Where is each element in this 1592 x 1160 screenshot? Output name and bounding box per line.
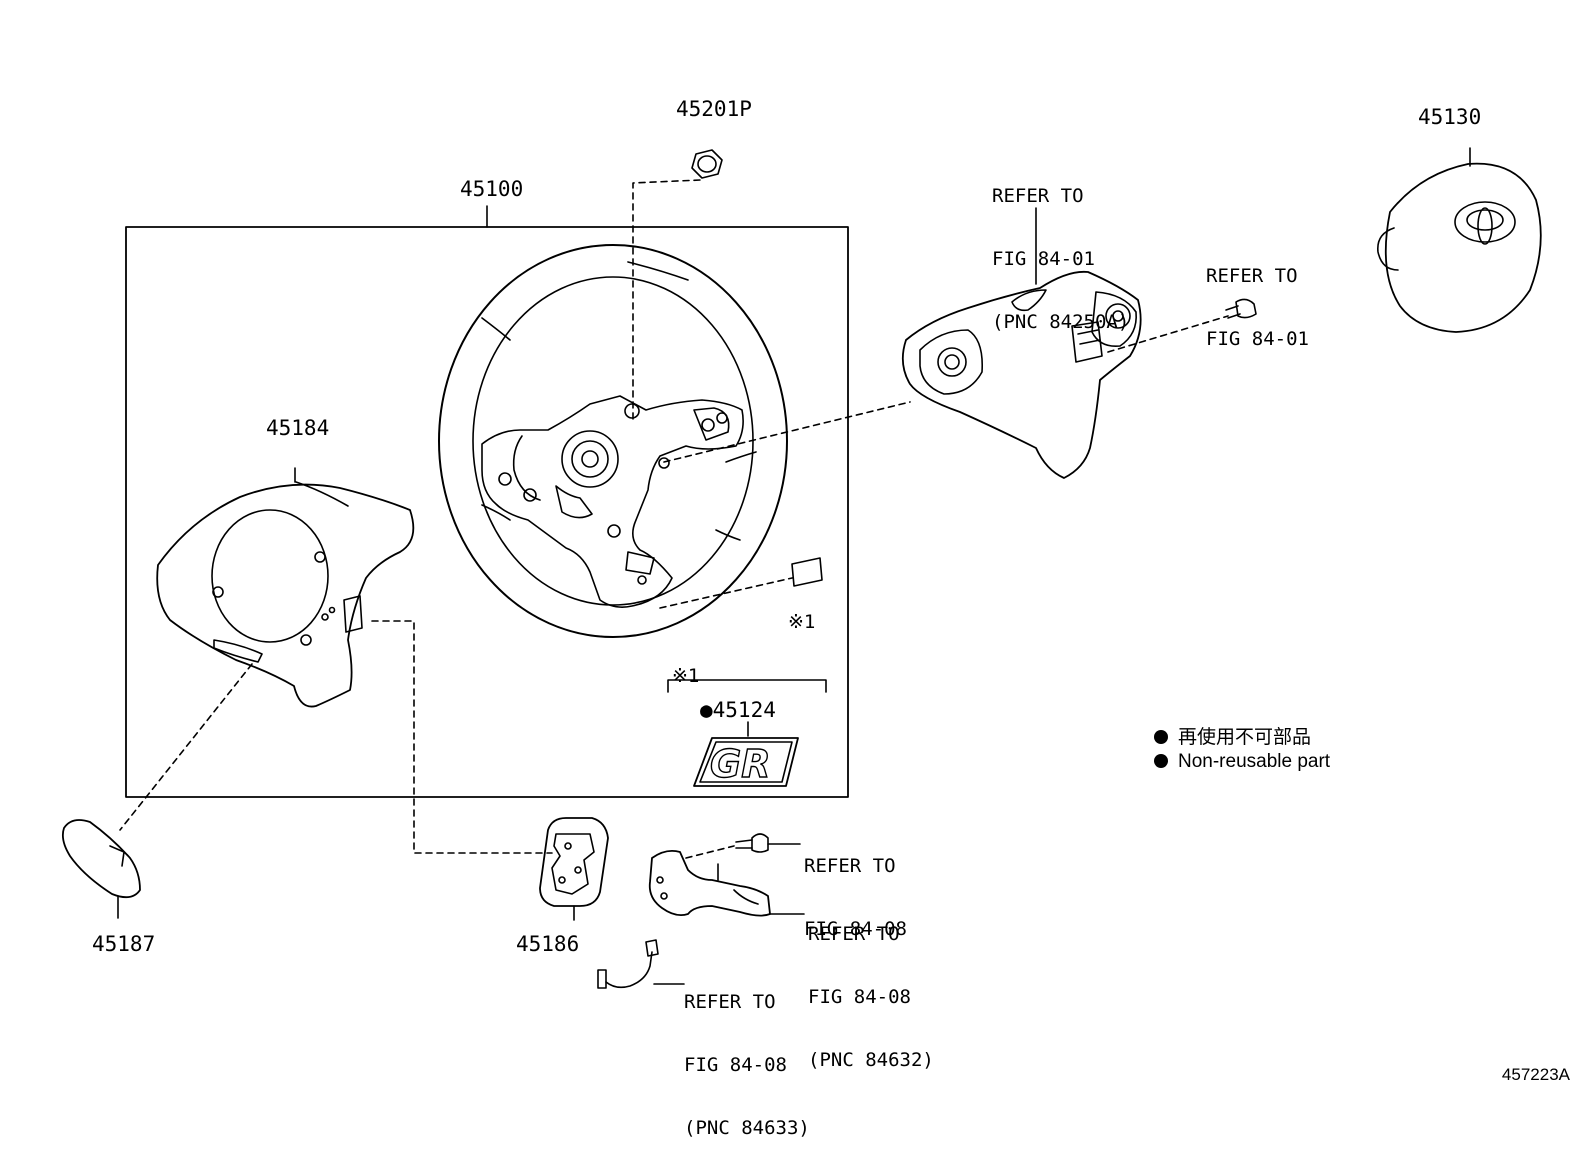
steering-wheel [438,244,788,638]
legend: 再使用不可部品 Non-reusable part [1154,726,1330,774]
part-number-45130: 45130 [1418,105,1482,129]
bullet-icon [1154,754,1168,768]
legend-row-jp: 再使用不可部品 [1154,726,1330,750]
leader-label-plate [659,577,793,609]
leader-cover-to-45186 [371,620,553,854]
leader-nut [632,179,701,421]
ref-switch-assembly: REFER TO FIG 84-01 (PNC 84250A) [992,185,1130,333]
note-bracket [667,679,827,693]
part-number-45201p: 45201P [676,97,752,121]
bracket-45186 [539,817,609,921]
gr-emblem-text: GR [709,742,771,786]
gr-emblem [693,737,799,787]
label-plate [791,557,823,587]
legend-row-en: Non-reusable part [1154,750,1330,774]
airbag-45130 [1377,147,1542,333]
leader-screw [1107,315,1229,353]
figure-id: 457223A [1501,1065,1570,1084]
bullet-icon [1154,730,1168,744]
part-number-45100: 45100 [460,177,524,201]
part-number-45187: 45187 [92,932,156,956]
wire-84633 [597,939,685,989]
bolt [735,833,801,853]
part-number-45124: ●45124 [700,698,776,722]
parts-diagram [61,147,1542,989]
note-mark-bracket: ※1 [672,665,700,687]
ref-bolt: REFER TO FIG 84-08 [804,855,907,940]
ref-wire: REFER TO FIG 84-08 (PNC 84633) [684,991,810,1139]
nut-45201p [691,149,723,179]
leader-switch-to-wheel [663,401,911,463]
note-mark-plate: ※1 [788,611,816,633]
screw [1225,298,1257,319]
ref-spiral-cable: REFER TO FIG 84-08 (PNC 84632) [808,923,934,1071]
leader-cover-to-45187 [119,663,253,831]
leader-bolt [685,845,735,859]
steering-cover-45184 [156,467,415,708]
switch-assembly-84250a [901,207,1142,479]
cover-45187 [61,819,141,919]
part-number-45186: 45186 [516,932,580,956]
ref-screw: REFER TO FIG 84-01 [1206,265,1309,350]
part-number-45184: 45184 [266,416,330,440]
spiral-cable-84632 [648,849,805,917]
